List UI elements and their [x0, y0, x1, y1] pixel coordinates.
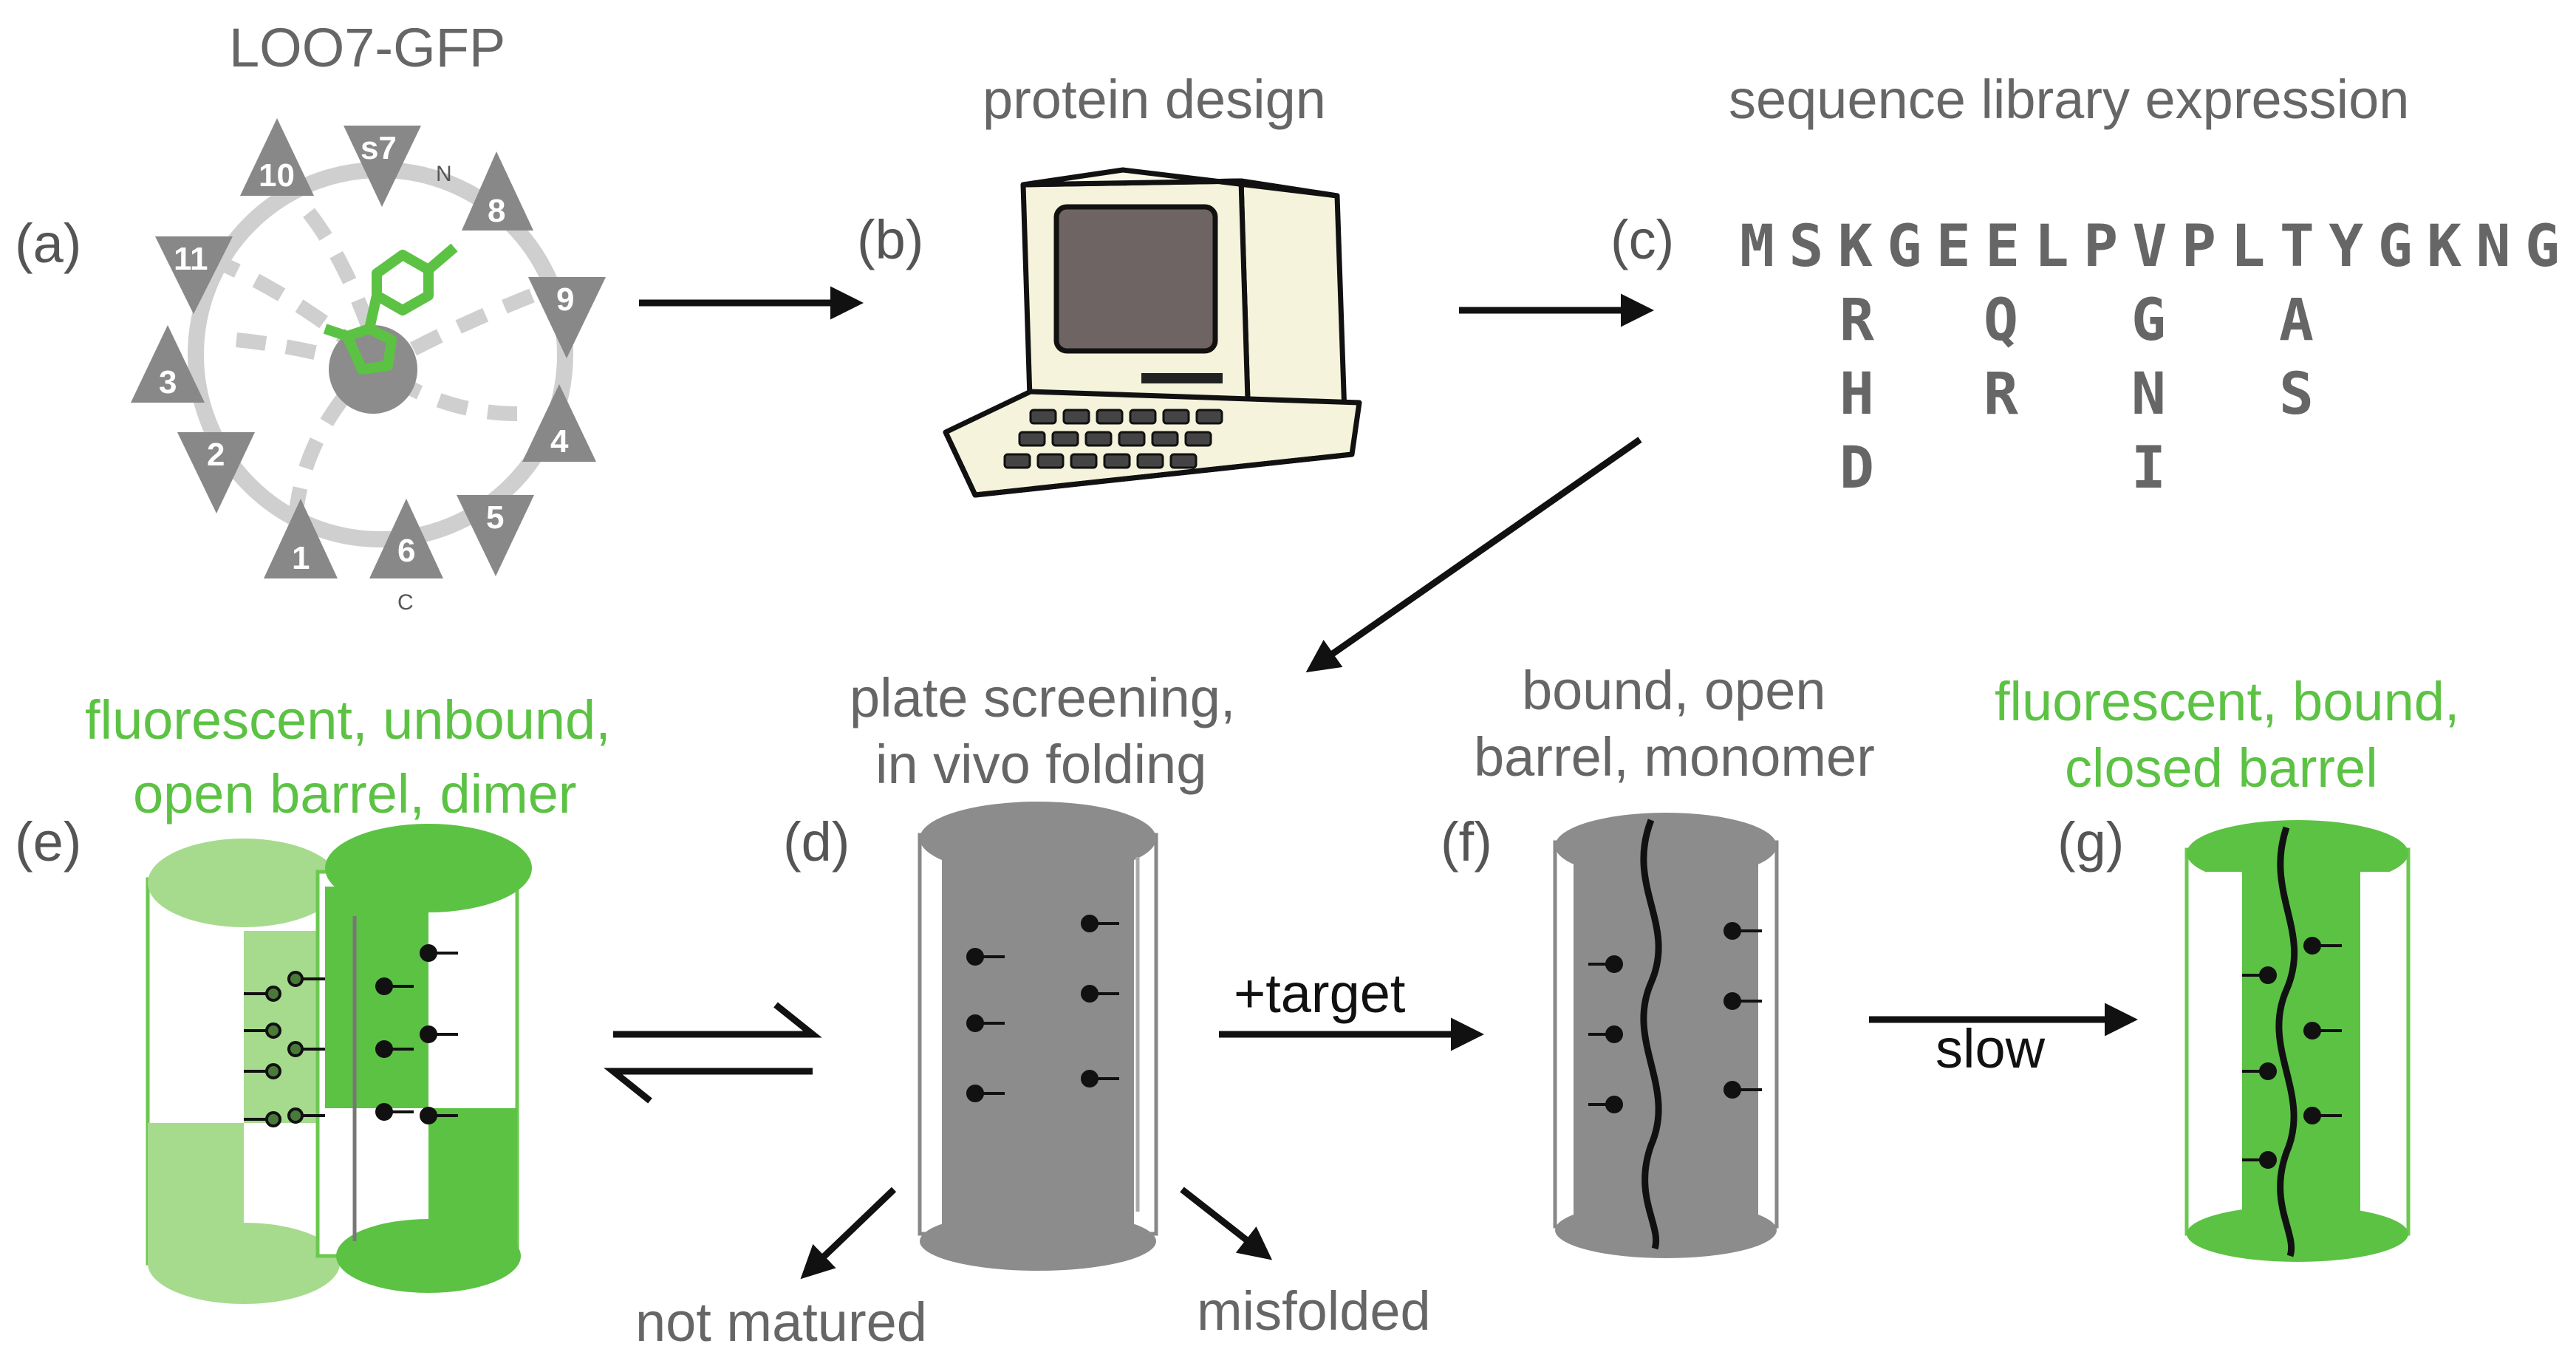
arrow-to-not-matured [800, 1187, 897, 1280]
panel-f-barrel: (f) bound, open barrel, monomer [1441, 660, 1875, 1258]
g-side-chains [2242, 937, 2342, 1169]
sequence-main: MSKGEELPVPLTYGKNG [1740, 214, 2560, 280]
equilibrium-arrow [604, 1002, 822, 1104]
variant-r2-c1: H [1839, 361, 1874, 428]
arrow-c-to-d [1305, 437, 1642, 673]
strand-5 [457, 495, 534, 576]
panel-d-barrel: (d) plate screening, in vivo folding [783, 667, 1235, 1271]
title-f-line1: bound, open [1522, 660, 1826, 721]
label-misfolded: misfolded [1197, 1280, 1431, 1342]
strand-label-10: 10 [259, 157, 295, 194]
arrow-to-misfolded [1180, 1187, 1273, 1260]
panel-g-barrel: (g) fluorescent, bound, closed barrel [1995, 671, 2459, 1262]
keyboard-keys [1003, 409, 1223, 469]
panel-label-e: (e) [15, 811, 81, 873]
strand-s7 [344, 126, 421, 207]
strand-6 [369, 499, 443, 578]
f-side-chains [1588, 922, 1762, 1113]
strand-2 [177, 432, 255, 513]
title-f-line2: barrel, monomer [1474, 726, 1875, 788]
dimer-side-chains [244, 944, 458, 1127]
strand-triangles [131, 118, 606, 578]
strand-1 [264, 499, 338, 578]
chromophore-structure [323, 243, 458, 375]
strand-label-11: 11 [174, 241, 208, 277]
variant-r1-c3: G [2131, 287, 2166, 354]
variant-r2-c2: R [1984, 361, 2018, 428]
strand-3 [131, 325, 205, 403]
label-target: +target [1234, 963, 1406, 1024]
variant-r1-c1: R [1839, 287, 1874, 354]
panel-c-sequence: (c) sequence library expression MSKGEELP… [1610, 69, 2560, 502]
strand-label-6: 6 [397, 533, 415, 569]
strand-label-8: 8 [488, 193, 505, 229]
title-sequence-library: sequence library expression [1729, 69, 2409, 130]
variant-r2-c4: S [2279, 361, 2314, 428]
label-not-matured: not matured [635, 1291, 927, 1353]
panel-label-d: (d) [783, 811, 850, 873]
title-loo7-gfp: LOO7-GFP [229, 17, 505, 78]
title-e-line2: open barrel, dimer [133, 763, 577, 825]
c-terminus-label: C [397, 590, 414, 615]
panel-a-topology: (a) LOO7-GFP [15, 17, 606, 615]
strand-10 [240, 118, 314, 196]
panel-label-b: (b) [857, 209, 923, 270]
panel-b-computer: (b) protein design [857, 69, 1362, 498]
title-g-line2: closed barrel [2065, 737, 2378, 799]
variant-r2-c3: N [2131, 361, 2166, 428]
title-d-line2: in vivo folding [875, 734, 1206, 795]
strand-label-3: 3 [159, 364, 177, 400]
title-d-line1: plate screening, [850, 667, 1235, 728]
bound-target-g [2275, 826, 2298, 1257]
strand-9 [528, 277, 606, 358]
computer-screen [1053, 204, 1218, 354]
title-e-line1: fluorescent, unbound, [85, 689, 611, 751]
panel-label-c: (c) [1610, 209, 1674, 270]
variant-r1-c4: A [2279, 287, 2314, 354]
strand-8 [462, 151, 533, 231]
strand-label-4: 4 [550, 423, 569, 460]
d-side-chains [966, 915, 1119, 1102]
label-slow: slow [1936, 1018, 2046, 1079]
variant-r3-c1: D [1839, 435, 1874, 502]
n-terminus-label: N [436, 162, 452, 186]
panel-label-f: (f) [1441, 811, 1492, 873]
variant-r3-c3: I [2131, 435, 2166, 502]
strand-label-5: 5 [486, 499, 504, 536]
strand-label-1: 1 [292, 540, 310, 576]
strand-4 [522, 384, 596, 462]
variant-r1-c2: Q [1984, 287, 2018, 354]
bound-target-f [1640, 819, 1662, 1250]
panel-e-dimer: (e) fluorescent, unbound, open barrel, d… [15, 689, 611, 1304]
panel-label-g: (g) [2057, 811, 2124, 873]
panel-label-a: (a) [15, 213, 81, 274]
computer-icon [943, 167, 1362, 498]
strand-11 [155, 236, 233, 314]
dimer-barrel-right [315, 824, 532, 1293]
title-protein-design: protein design [983, 69, 1326, 130]
strand-label-9: 9 [556, 281, 574, 318]
strand-label-s7: s7 [361, 130, 397, 166]
strand-label-2: 2 [207, 437, 225, 473]
title-g-line1: fluorescent, bound, [1995, 671, 2459, 732]
